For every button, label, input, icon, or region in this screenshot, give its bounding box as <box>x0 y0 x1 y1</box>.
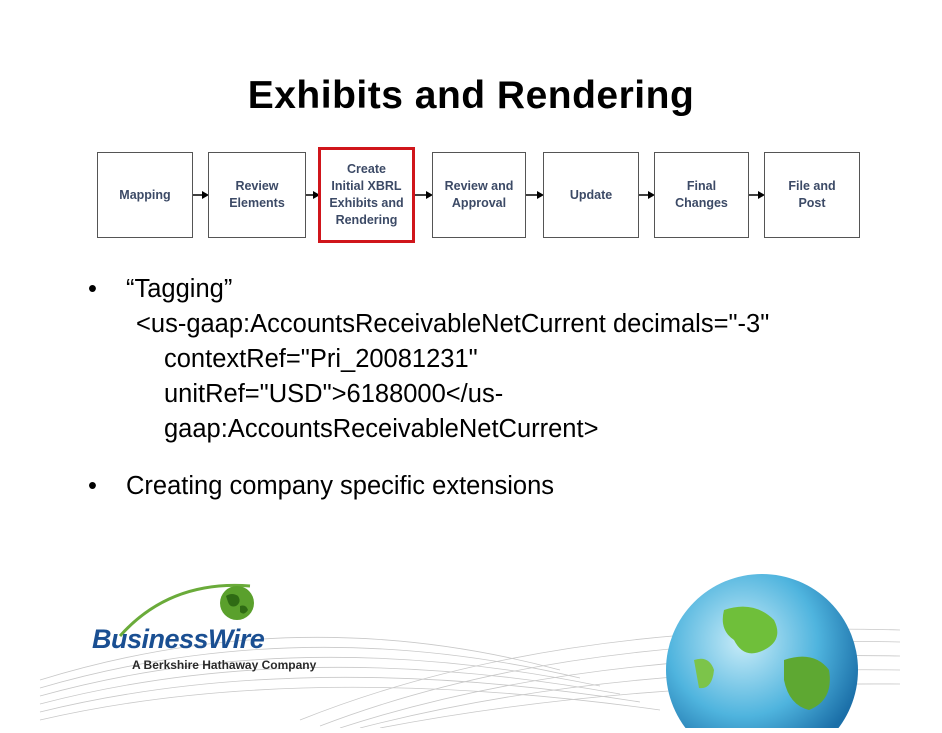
arrow-right-icon <box>639 191 655 199</box>
code-line: <us-gaap:AccountsReceivableNetCurrent de… <box>136 310 770 338</box>
step-file-and-post: File and Post <box>764 152 860 238</box>
slide-title: Exhibits and Rendering <box>247 74 695 117</box>
process-flow: Mapping Review Elements Create Initial X… <box>0 0 942 260</box>
arrow-right-icon <box>193 191 209 199</box>
arrow-right-icon <box>306 191 320 199</box>
brand-name: BusinessWire <box>92 624 265 654</box>
arrow-right-icon <box>749 191 765 199</box>
footer-banner: BusinessWire A Berkshire Hathaway Compan… <box>0 560 942 729</box>
small-globe-icon <box>220 586 254 620</box>
step-create-initial-xbrl: Create Initial XBRL Exhibits and Renderi… <box>318 147 415 243</box>
bullet-marker: • <box>88 472 97 500</box>
bullet-text: Creating company specific extensions <box>126 472 555 500</box>
bullet-item-tagging: • “Tagging” <box>88 272 769 307</box>
step-review-elements: Review Elements <box>208 152 306 238</box>
arrow-right-icon <box>415 191 433 199</box>
brand-tagline: A Berkshire Hathaway Company <box>132 658 317 672</box>
step-final-changes: Final Changes <box>654 152 749 238</box>
code-line: gaap:AccountsReceivableNetCurrent> <box>164 415 599 443</box>
xbrl-code-sample: <us-gaap:AccountsReceivableNetCurrent de… <box>88 307 769 447</box>
step-update: Update <box>543 152 639 238</box>
step-mapping: Mapping <box>97 152 193 238</box>
code-line: contextRef="Pri_20081231" <box>164 345 478 373</box>
arrow-right-icon <box>526 191 544 199</box>
bullet-marker: • <box>88 275 97 303</box>
bullet-item-extensions: • Creating company specific extensions <box>88 469 769 504</box>
globe-icon <box>666 574 858 728</box>
bullet-text: “Tagging” <box>126 275 233 303</box>
bullet-list: • “Tagging” <us-gaap:AccountsReceivableN… <box>88 272 769 504</box>
step-review-and-approval: Review and Approval <box>432 152 526 238</box>
code-line: unitRef="USD">6188000</us- <box>164 380 504 408</box>
